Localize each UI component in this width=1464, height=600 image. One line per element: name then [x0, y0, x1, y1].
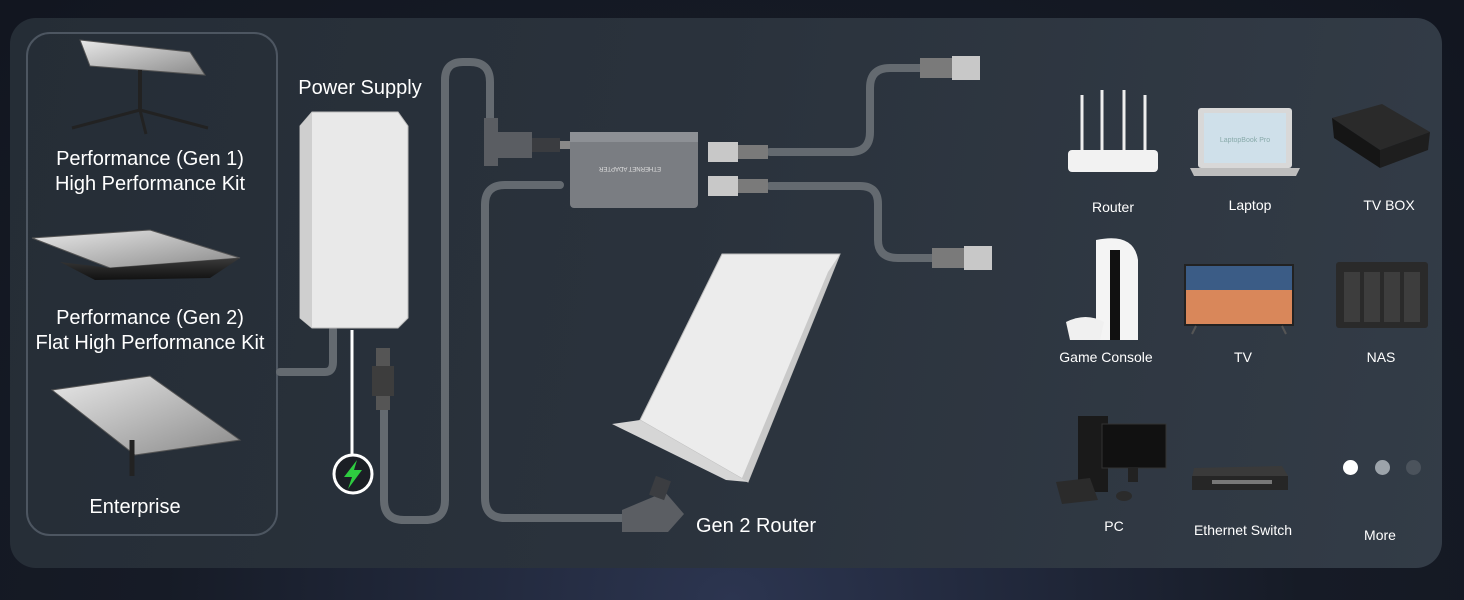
gen1-dish-icon	[71, 39, 209, 135]
enterprise-label: Enterprise	[89, 496, 181, 518]
gen2-router-icon	[612, 253, 841, 483]
device-label-tv-box: TV BOX	[1363, 197, 1415, 213]
adapter-power-plug-icon	[484, 118, 570, 166]
game-console-icon	[1066, 238, 1138, 340]
carousel-dot	[1406, 460, 1421, 475]
device-label-tv: TV	[1234, 349, 1252, 365]
rj45-plug-icon	[932, 246, 992, 270]
ethernet-switch-icon	[1192, 466, 1288, 490]
device-label-laptop: Laptop	[1228, 197, 1272, 213]
tv-icon	[1184, 264, 1294, 335]
gen2-dish-icon	[31, 229, 241, 280]
power-supply-icon	[299, 111, 409, 329]
device-label-nas: NAS	[1366, 349, 1396, 365]
tv-box-icon	[1332, 104, 1430, 168]
gen1-label-line1: Performance (Gen 1)	[56, 148, 244, 170]
device-label-more: More	[1364, 527, 1396, 543]
router-icon	[1068, 90, 1158, 172]
power-plug-icon	[372, 348, 394, 410]
carousel-dot-active	[1343, 460, 1358, 475]
gen2-label-line2: Flat High Performance Kit	[35, 332, 265, 354]
rj45-plug-icon	[920, 56, 980, 80]
dish-group-box	[26, 32, 278, 536]
ethernet-adapter-icon: ETHERNET ADAPTER	[570, 132, 698, 208]
nas-icon	[1336, 262, 1428, 328]
rj45-plug-icon	[708, 142, 768, 162]
gen2-router-label: Gen 2 Router	[695, 515, 817, 537]
lightning-bolt-icon	[332, 453, 374, 495]
laptop-icon: LaptopBook Pro	[1190, 108, 1300, 176]
svg-text:LaptopBook Pro: LaptopBook Pro	[1220, 137, 1270, 144]
router-plug-icon	[622, 475, 684, 532]
enterprise-dish-icon	[50, 375, 242, 476]
power-supply-label: Power Supply	[298, 77, 422, 99]
adapter-label: ETHERNET ADAPTER	[598, 165, 661, 171]
device-label-game-console: Game Console	[1059, 349, 1153, 365]
gen2-label-line1: Performance (Gen 2)	[56, 307, 244, 329]
gen1-label-line2: High Performance Kit	[54, 173, 246, 195]
cables	[276, 58, 939, 524]
rj45-plug-icon	[708, 176, 768, 196]
device-label-ethernet-switch: Ethernet Switch	[1193, 522, 1293, 538]
pc-icon	[1056, 416, 1167, 504]
device-label-router: Router	[1091, 199, 1135, 215]
device-label-pc: PC	[1104, 518, 1124, 534]
carousel-dot	[1375, 460, 1390, 475]
